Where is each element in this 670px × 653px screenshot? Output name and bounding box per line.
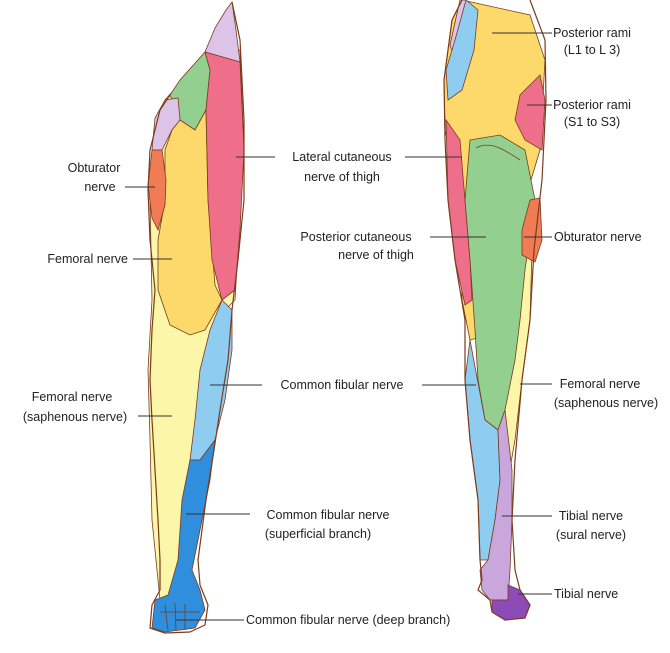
label-common-fibular: Common fibular nerve [281,378,404,392]
front-obturator-region [147,149,167,232]
label-obturator-left: Obturator [68,161,121,175]
front-leg [147,0,245,634]
label-common-fibular-superficial: Common fibular nerve [267,508,390,522]
front-lilac-hip-region [151,97,181,151]
label-tibial-sural: Tibial nerve [559,509,623,523]
label-posterior-rami-l-2: (L1 to L 3) [564,43,621,57]
front-rami-region [204,0,241,63]
label-femoral-saphenous-left-2: (saphenous nerve) [23,410,127,424]
labels: Obturator nerve Femoral nerve Femoral ne… [23,26,658,627]
label-lateral-cutaneous: Lateral cutaneous [292,150,391,164]
label-femoral-saphenous-right: Femoral nerve [560,377,641,391]
label-tibial-sural-2: (sural nerve) [556,528,626,542]
label-lateral-cutaneous-2: nerve of thigh [304,170,380,184]
label-common-fibular-superficial-2: (superficial branch) [265,527,371,541]
label-common-fibular-deep: Common fibular nerve (deep branch) [246,613,450,627]
label-tibial: Tibial nerve [554,587,618,601]
label-femoral-saphenous-left: Femoral nerve [32,390,113,404]
label-posterior-rami-s: Posterior rami [553,98,631,112]
label-posterior-cutaneous-2: nerve of thigh [338,248,414,262]
label-femoral-left: Femoral nerve [47,252,128,266]
label-femoral-saphenous-right-2: (saphenous nerve) [554,396,658,410]
front-superficial-fibular-region [151,438,216,633]
back-leg-outline [443,0,547,621]
label-obturator-left-2: nerve [84,180,115,194]
front-toes-lines [160,602,200,632]
label-posterior-cutaneous: Posterior cutaneous [300,230,411,244]
back-blue-top-region [445,0,479,101]
back-leg [443,0,547,621]
label-posterior-rami-l: Posterior rami [553,26,631,40]
front-leg-outline [147,1,245,634]
leader-lines [125,32,552,621]
label-obturator-right: Obturator nerve [554,230,642,244]
back-buttock-crease [475,144,521,161]
back-rami-s-region [514,74,546,151]
label-posterior-rami-s-2: (S1 to S3) [564,115,620,129]
